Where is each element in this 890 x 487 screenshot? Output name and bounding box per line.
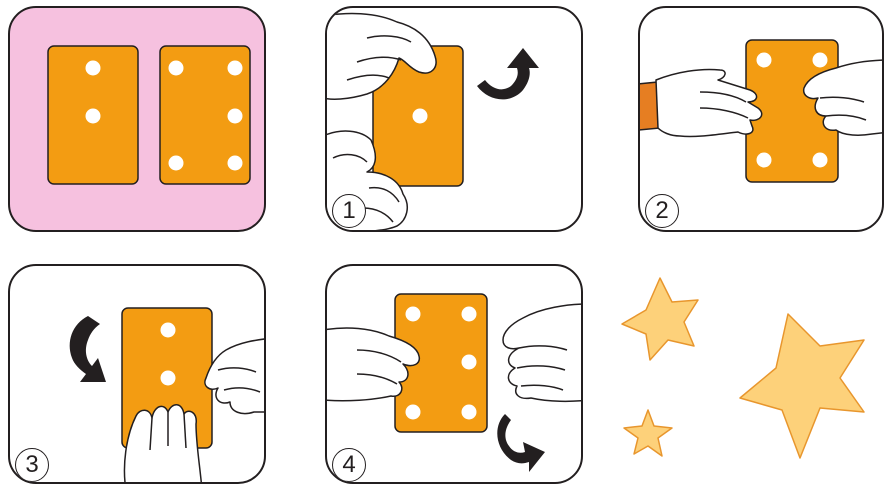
step-4-panel: 4 <box>325 264 583 484</box>
card-dot <box>169 61 184 76</box>
card-dot <box>406 405 421 420</box>
clockwise-arrow-icon <box>497 414 545 472</box>
card-dot <box>813 153 828 168</box>
card-dot <box>462 355 477 370</box>
card-dot <box>169 156 184 171</box>
decorative-stars <box>600 260 890 480</box>
step-number-badge: 3 <box>15 448 49 482</box>
card-dot <box>86 61 101 76</box>
step-number-badge: 1 <box>332 194 366 228</box>
step-3-panel: 3 <box>8 264 266 484</box>
glove-hand-icon <box>124 405 202 484</box>
card-dot <box>413 109 428 124</box>
step-1-illustration <box>327 8 583 232</box>
reference-panel <box>8 6 266 232</box>
card-dot <box>161 323 176 338</box>
step-2-panel: 2 <box>638 6 884 232</box>
card-dot <box>757 153 772 168</box>
star-icon <box>622 278 698 360</box>
step-number-badge: 2 <box>645 194 679 228</box>
card-dot <box>228 109 243 124</box>
card-dot <box>462 405 477 420</box>
step-number-badge: 4 <box>332 448 366 482</box>
step-3-illustration <box>10 266 266 484</box>
card-dot <box>813 53 828 68</box>
card-dot <box>757 53 772 68</box>
glove-hand-icon <box>205 338 266 414</box>
star-icon <box>624 410 672 456</box>
card-dot <box>462 307 477 322</box>
reference-cards <box>10 8 266 232</box>
card-dot <box>161 371 176 386</box>
step-4-illustration <box>327 266 583 484</box>
card-dot <box>86 109 101 124</box>
counterclockwise-arrow-icon <box>70 316 106 382</box>
card-dot <box>406 307 421 322</box>
card-dot <box>228 156 243 171</box>
glove-hand-icon <box>503 304 583 401</box>
step-1-panel: 1 <box>325 6 583 232</box>
step-2-illustration <box>640 8 884 232</box>
star-icon <box>740 314 864 458</box>
card-dot <box>228 61 243 76</box>
clockwise-arrow-icon <box>477 48 539 99</box>
